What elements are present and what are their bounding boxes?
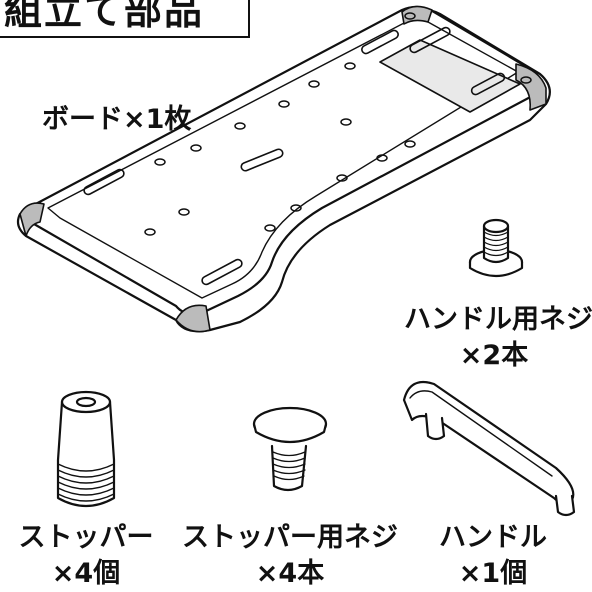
stopper-label: ストッパー: [18, 522, 154, 553]
title-box: 組立て部品: [0, 0, 250, 38]
handle-screw-drawing: [468, 218, 524, 278]
handle-screw-qty: ×2本: [459, 340, 529, 371]
handle-qty: ×1個: [458, 558, 528, 589]
board-drawing: [16, 5, 551, 333]
handle-drawing: [402, 380, 576, 517]
board-holes: [144, 12, 532, 236]
handle-label: ハンドル: [439, 522, 547, 553]
stopper-drawing: [56, 390, 116, 508]
board-label: ボード×1枚: [42, 104, 192, 135]
page-title: 組立て部品: [4, 0, 205, 33]
handle-screw-label: ハンドル用ネジ: [404, 304, 592, 335]
stopper-screw-qty: ×4本: [255, 558, 325, 589]
stopper-qty: ×4個: [51, 558, 121, 589]
stopper-screw-label: ストッパー用ネジ: [182, 522, 398, 553]
stopper-screw-drawing: [252, 406, 328, 492]
